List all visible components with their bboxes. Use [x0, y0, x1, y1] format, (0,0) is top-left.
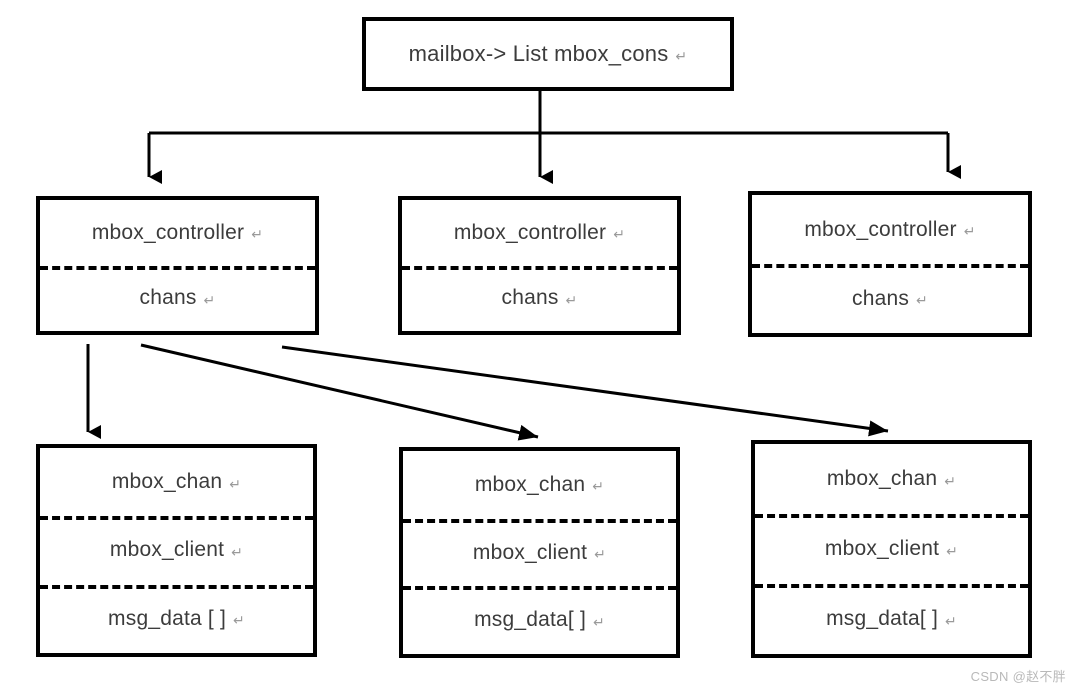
node-row: msg_data[ ] ↵ [755, 584, 1028, 654]
node-row: mbox_chan ↵ [403, 451, 676, 519]
node-row: mbox_controller ↵ [402, 200, 677, 266]
pilcrow-icon: ↵ [963, 223, 976, 239]
pilcrow-icon: ↵ [613, 226, 626, 243]
node-row: mbox_client ↵ [40, 516, 313, 584]
node-row-label: msg_data[ ] [826, 607, 938, 630]
pilcrow-icon: ↵ [944, 472, 957, 489]
node-row-label: mbox_client [472, 540, 588, 564]
node-mbox-controller-1[interactable]: mbox_controller ↵ chans ↵ [398, 196, 681, 335]
node-row-label: mbox_controller [453, 220, 607, 244]
node-row-label: chans [139, 286, 197, 310]
node-row-label: msg_data[ ] [474, 608, 586, 632]
node-row: mbox_controller ↵ [40, 200, 315, 266]
pilcrow-icon: ↵ [251, 226, 264, 243]
pilcrow-icon: ↵ [945, 612, 957, 629]
node-row: chans ↵ [752, 264, 1028, 333]
node-row: mbox_client ↵ [755, 514, 1028, 584]
node-row-label: mailbox-> List mbox_cons [408, 41, 669, 66]
node-row-label: mbox_controller [804, 217, 957, 241]
node-row: msg_data [ ] ↵ [40, 584, 313, 653]
node-row-label: mbox_client [824, 537, 940, 560]
pilcrow-icon: ↵ [592, 478, 605, 495]
pilcrow-icon: ↵ [233, 612, 245, 629]
watermark-text: CSDN @赵不胖 [970, 669, 1066, 684]
wire-controller-0-to-chan-2 [281, 345, 889, 437]
node-row: mailbox-> List mbox_cons ↵ [366, 21, 730, 87]
pilcrow-icon: ↵ [203, 291, 216, 308]
pilcrow-icon: ↵ [593, 613, 605, 630]
pilcrow-icon: ↵ [594, 546, 607, 562]
node-row-label: mbox_chan [474, 472, 586, 496]
pilcrow-icon: ↵ [916, 292, 928, 308]
node-row-label: mbox_chan [826, 467, 938, 490]
pilcrow-icon: ↵ [565, 291, 578, 308]
node-row: chans ↵ [40, 265, 315, 332]
node-row-label: chans [852, 286, 910, 310]
pilcrow-icon: ↵ [231, 543, 244, 560]
node-row: msg_data[ ] ↵ [403, 586, 676, 654]
node-row-label: msg_data [ ] [108, 606, 227, 630]
node-row-label: chans [501, 286, 559, 310]
node-row: mbox_chan ↵ [40, 448, 313, 516]
node-mbox-chan-0[interactable]: mbox_chan ↵ mbox_client ↵ msg_data [ ] ↵ [36, 444, 317, 657]
node-row: mbox_controller ↵ [752, 195, 1028, 264]
node-mailbox-root[interactable]: mailbox-> List mbox_cons ↵ [362, 17, 734, 91]
pilcrow-icon: ↵ [946, 542, 959, 559]
wire-controller-0-to-chan-1 [140, 343, 539, 441]
node-row-label: mbox_chan [111, 470, 223, 494]
node-mbox-controller-0[interactable]: mbox_controller ↵ chans ↵ [36, 196, 319, 335]
node-mbox-chan-2[interactable]: mbox_chan ↵ mbox_client ↵ msg_data[ ] ↵ [751, 440, 1032, 658]
pilcrow-icon: ↵ [675, 47, 688, 64]
node-row: chans ↵ [402, 265, 677, 332]
node-mbox-chan-1[interactable]: mbox_chan ↵ mbox_client ↵ msg_data[ ] ↵ [399, 447, 680, 658]
node-row: mbox_chan ↵ [755, 444, 1028, 514]
node-row-label: mbox_client [109, 538, 225, 562]
node-row: mbox_client ↵ [403, 518, 676, 587]
node-mbox-controller-2[interactable]: mbox_controller ↵ chans ↵ [748, 191, 1032, 337]
node-row-label: mbox_controller [91, 220, 245, 244]
pilcrow-icon: ↵ [229, 475, 242, 492]
